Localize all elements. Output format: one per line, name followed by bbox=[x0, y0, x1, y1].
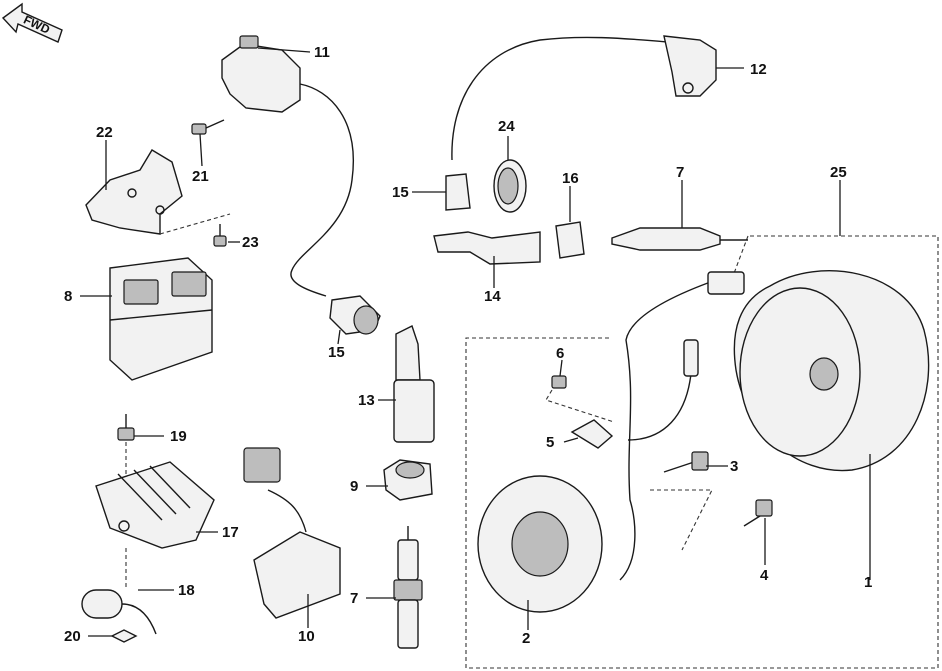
callout-7-top: 7 bbox=[676, 164, 684, 181]
callout-4: 4 bbox=[760, 567, 769, 584]
callout-14: 14 bbox=[484, 288, 501, 305]
bolt bbox=[663, 451, 709, 473]
rubber-grommet bbox=[383, 459, 433, 501]
callout-7-bottom: 7 bbox=[350, 590, 358, 607]
callout-20: 20 bbox=[64, 628, 81, 645]
callout-11: 11 bbox=[314, 44, 330, 61]
ignition-bracket bbox=[85, 149, 231, 235]
callout-10: 10 bbox=[298, 628, 315, 645]
spark-plug bbox=[611, 227, 748, 251]
stator-coil bbox=[477, 271, 745, 613]
callout-17: 17 bbox=[222, 524, 239, 541]
callout-13: 13 bbox=[358, 392, 375, 409]
callout-1: 1 bbox=[864, 574, 872, 591]
bolt bbox=[117, 414, 135, 480]
bolt bbox=[650, 489, 773, 551]
ignition-coil bbox=[221, 35, 354, 297]
spark-plug bbox=[393, 526, 423, 649]
callout-9: 9 bbox=[350, 478, 358, 495]
pulse-generator-module bbox=[243, 447, 341, 619]
callout-19: 19 bbox=[170, 428, 187, 445]
spark-plug-cap-alt bbox=[433, 231, 541, 265]
callout-21: 21 bbox=[192, 168, 209, 185]
bolt bbox=[191, 119, 225, 135]
noise-suppressor-cap bbox=[329, 295, 381, 335]
flywheel-rotor bbox=[733, 270, 930, 472]
callout-3: 3 bbox=[730, 458, 738, 475]
rubber-bushing bbox=[555, 221, 585, 259]
wire-clamp bbox=[570, 419, 614, 449]
nut bbox=[110, 629, 138, 643]
grommet bbox=[493, 159, 527, 213]
cdi-unit bbox=[109, 257, 213, 381]
callout-2: 2 bbox=[522, 630, 530, 647]
callout-15-right: 15 bbox=[392, 184, 409, 201]
screw bbox=[545, 375, 615, 423]
callout-8: 8 bbox=[64, 288, 72, 305]
callout-24: 24 bbox=[498, 118, 515, 135]
plug-boot bbox=[445, 173, 471, 211]
fwd-arrow-icon: FWD bbox=[1, 2, 63, 43]
callout-12: 12 bbox=[750, 61, 767, 78]
spark-plug-cap bbox=[393, 325, 435, 443]
leader-lines bbox=[80, 47, 871, 637]
condenser bbox=[81, 548, 157, 635]
callout-6: 6 bbox=[556, 345, 564, 362]
regulator-rectifier bbox=[95, 461, 215, 549]
callout-18: 18 bbox=[178, 582, 195, 599]
callout-5: 5 bbox=[546, 434, 554, 451]
callout-25: 25 bbox=[830, 164, 847, 181]
callout-22: 22 bbox=[96, 124, 113, 141]
callout-23: 23 bbox=[242, 234, 259, 251]
bolt bbox=[213, 224, 227, 247]
callout-15-left: 15 bbox=[328, 344, 345, 361]
callout-labels: 1 2 3 4 5 6 7 7 8 9 10 11 12 13 14 15 15… bbox=[64, 44, 872, 647]
callout-16: 16 bbox=[562, 170, 579, 187]
ignition-coil-alt bbox=[451, 35, 717, 161]
